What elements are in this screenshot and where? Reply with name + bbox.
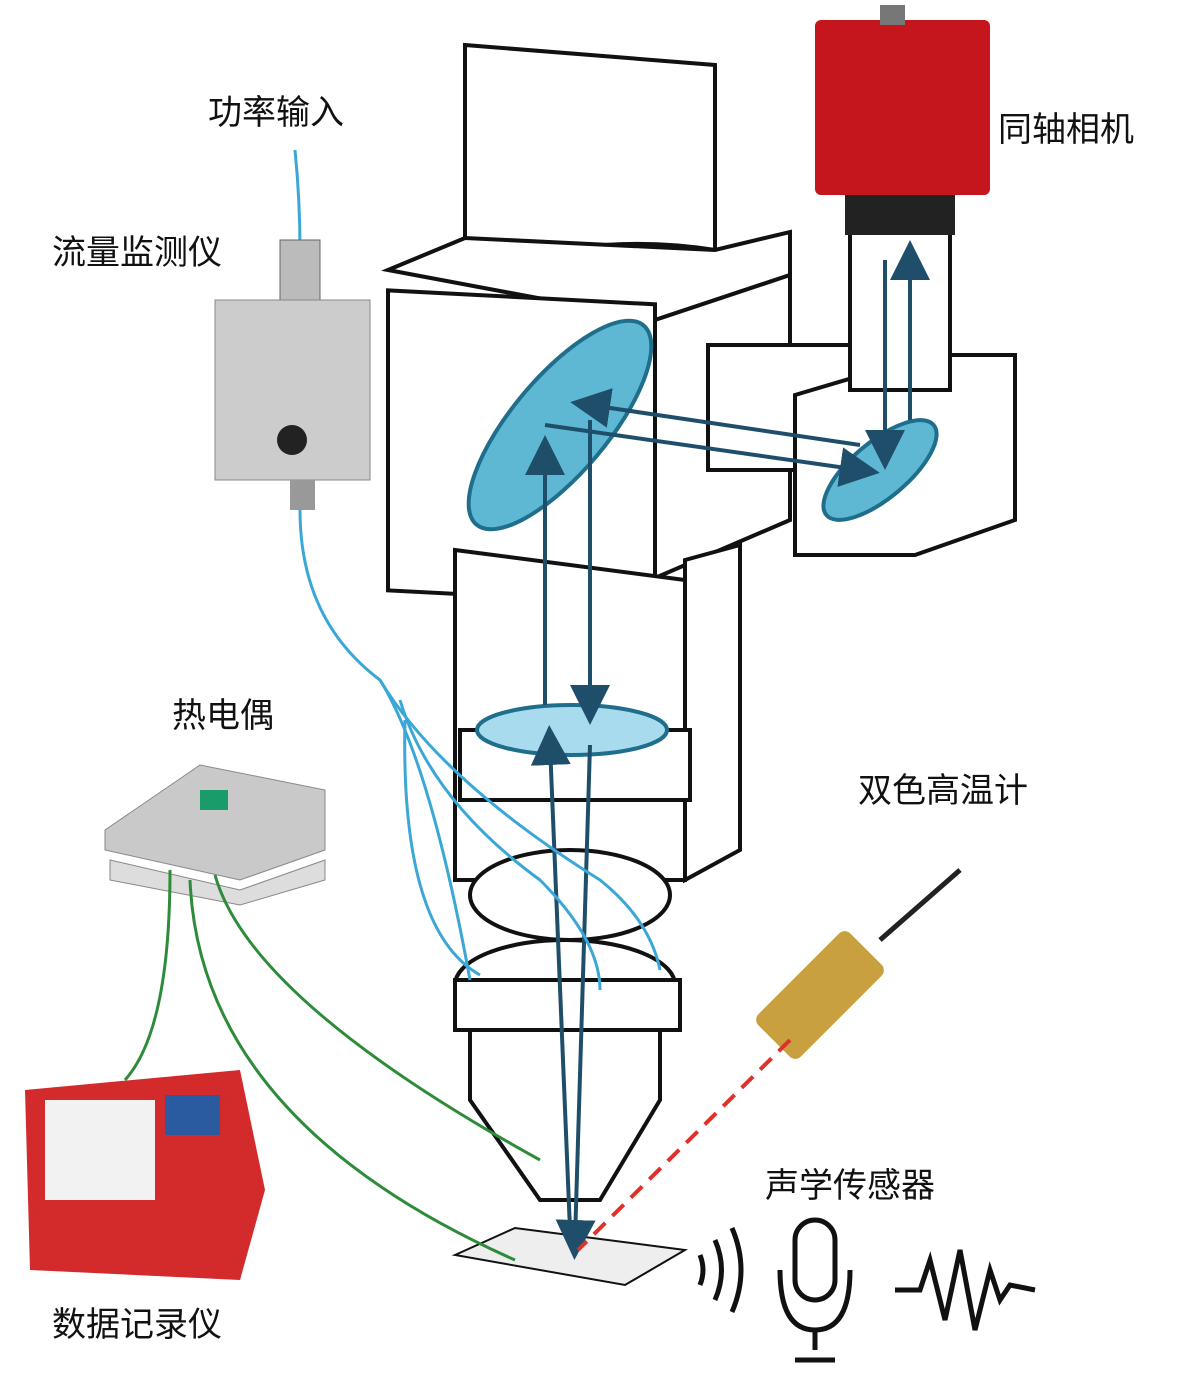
waveform-icon: [895, 1249, 1036, 1331]
flow-monitor: [214, 239, 371, 510]
data-logger: [25, 1070, 265, 1280]
pyrometer-beam: [576, 1038, 792, 1252]
cooling-lines: [293, 149, 662, 991]
focus-lens: [475, 703, 669, 757]
microphone-icon: [792, 1217, 838, 1303]
label-coaxial-camera: 同轴相机: [998, 110, 1134, 150]
thermocouple-wires: [123, 869, 541, 1262]
label-flow-monitor: 流量监测仪: [52, 233, 222, 273]
coaxial-camera: [815, 5, 990, 235]
acoustic-sensor-icons: [697, 1217, 1036, 1363]
label-power-input: 功率输入: [208, 93, 344, 133]
label-acoustic-sensor: 声学传感器: [765, 1166, 935, 1206]
label-thermocouple: 热电偶: [172, 696, 274, 736]
beam-splitter-mirror: [466, 318, 654, 532]
pyrometer: [756, 868, 962, 1059]
label-two-color-pyrometer: 双色高温计: [858, 771, 1028, 811]
sound-wave-icon: [697, 1254, 706, 1286]
lenses: [466, 318, 939, 757]
thermocouple-device: [104, 764, 326, 906]
beam-arrows: [525, 240, 930, 1260]
label-data-logger: 数据记录仪: [52, 1305, 222, 1345]
